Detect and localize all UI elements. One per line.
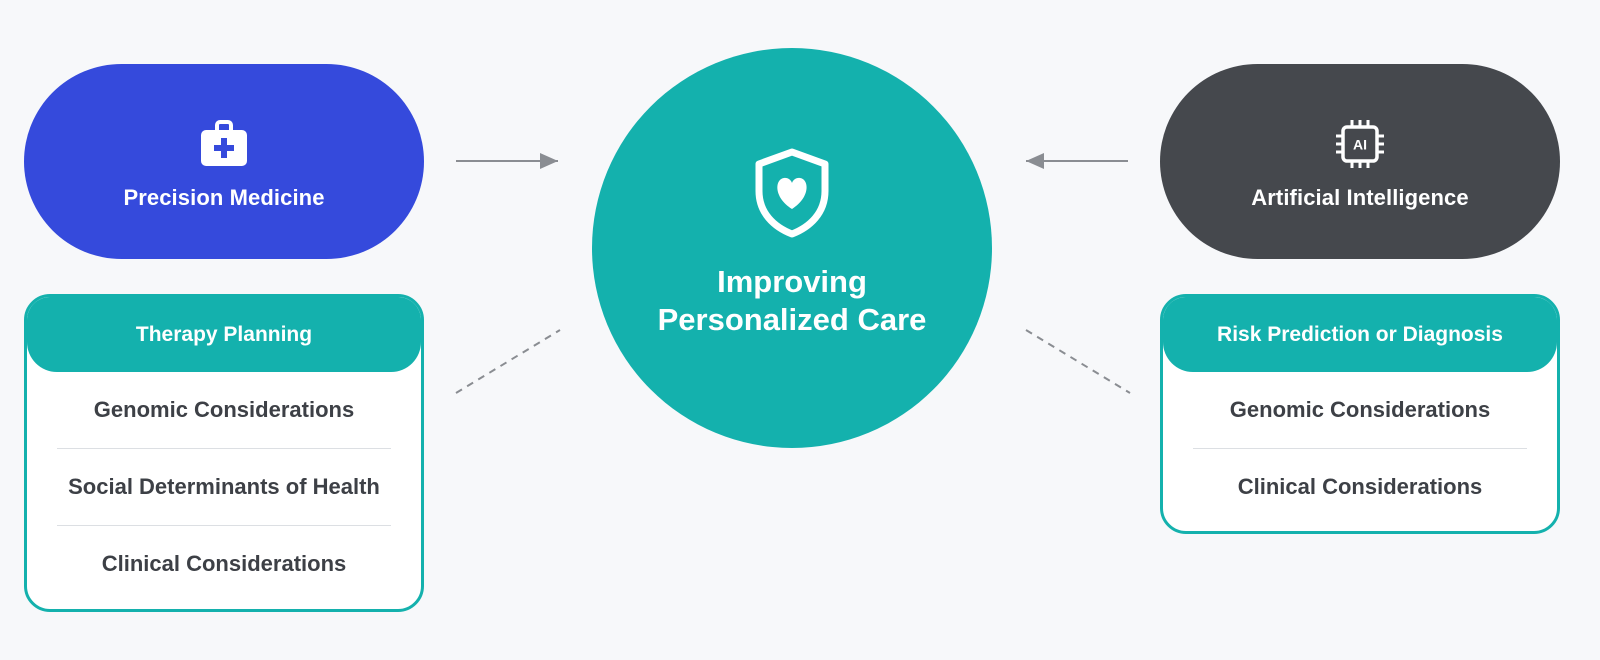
ai-chip-icon-text: AI bbox=[1353, 136, 1367, 152]
pill-label: Artificial Intelligence bbox=[1251, 184, 1469, 210]
list-item: Clinical Considerations bbox=[101, 551, 347, 576]
list-item: Genomic Considerations bbox=[1193, 372, 1527, 449]
list-item: Social Determinants of Health bbox=[57, 449, 391, 526]
dashed-connector-right bbox=[1025, 329, 1131, 394]
hub-title-line1: Improving bbox=[717, 264, 867, 299]
dashed-connector-left bbox=[455, 329, 561, 394]
pill-label: Precision Medicine bbox=[123, 184, 325, 210]
list-item: Clinical Considerations bbox=[1237, 474, 1483, 499]
precision-medicine-pill: Precision Medicine bbox=[24, 64, 424, 259]
hub-title-line2: Personalized Care bbox=[657, 302, 927, 337]
artificial-intelligence-pill: AI Artificial Intelligence bbox=[1160, 64, 1560, 259]
list-item: Genomic Considerations bbox=[57, 372, 391, 449]
risk-prediction-card: Risk Prediction or Diagnosis Genomic Con… bbox=[1160, 294, 1560, 534]
therapy-planning-card: Therapy Planning Genomic Considerations … bbox=[24, 294, 424, 612]
ai-chip-icon: AI bbox=[1336, 119, 1384, 168]
shield-heart-icon bbox=[755, 148, 829, 238]
card-header: Therapy Planning bbox=[27, 297, 421, 372]
personalized-care-hub: Improving Personalized Care bbox=[592, 48, 992, 448]
medical-kit-icon bbox=[201, 119, 247, 166]
card-header: Risk Prediction or Diagnosis bbox=[1163, 297, 1557, 372]
